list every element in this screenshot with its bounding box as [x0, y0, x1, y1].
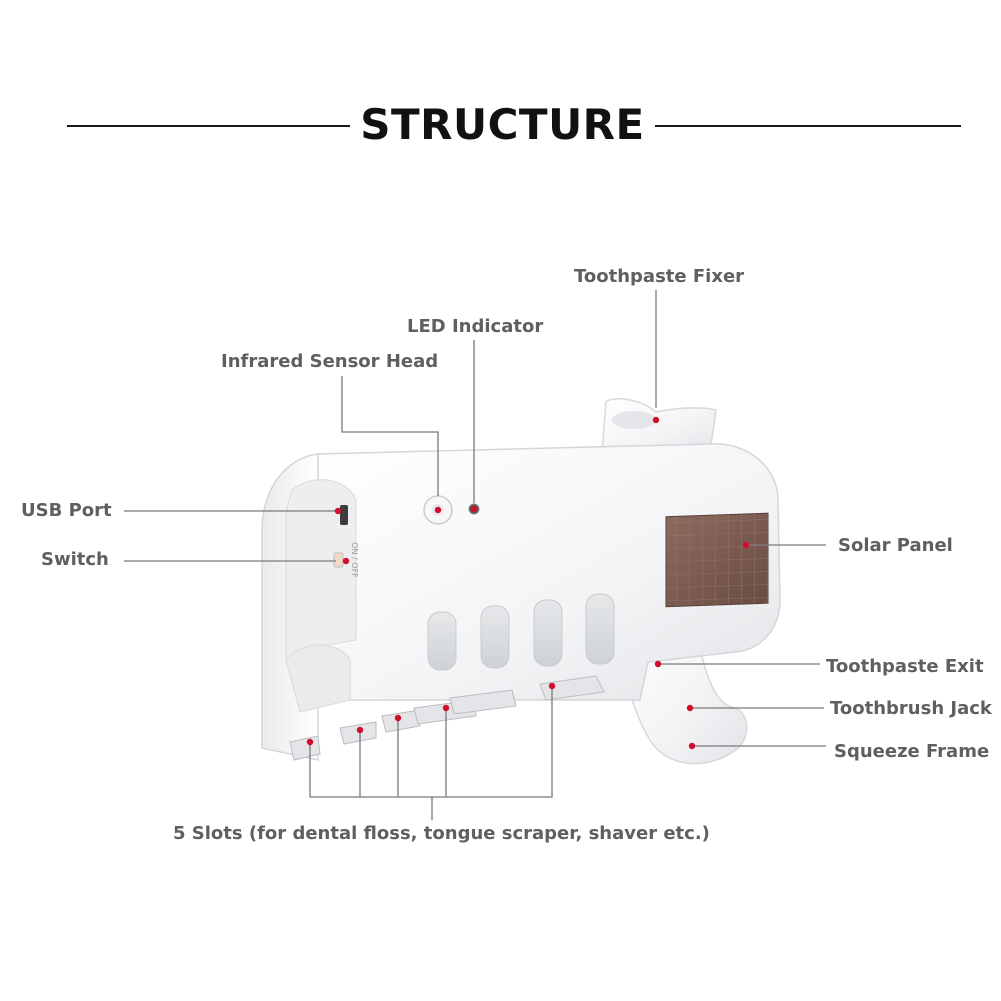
label-toothbrush-jack: Toothbrush Jack: [830, 698, 992, 719]
label-solar-panel: Solar Panel: [838, 535, 953, 556]
label-switch: Switch: [41, 549, 109, 570]
toothbrush-slots: [427, 593, 615, 671]
label-toothpaste-fixer: Toothpaste Fixer: [574, 266, 745, 287]
marker-dots: [306, 416, 750, 750]
leader-lines: [124, 290, 826, 820]
label-toothpaste-exit: Toothpaste Exit: [826, 656, 984, 677]
title-rule-left: [67, 125, 350, 127]
accessory-tabs: [289, 675, 605, 761]
label-infrared-sensor-head: Infrared Sensor Head: [221, 351, 439, 372]
label-usb-port: USB Port: [21, 500, 112, 521]
switch-shape: [333, 552, 344, 568]
bottom-hook: [285, 644, 351, 713]
solar-panel-shape: [665, 512, 769, 608]
usb-port-shape: [340, 505, 348, 525]
toothpaste-fixer-opening: [612, 411, 656, 429]
leader-infrared-sensor: [341, 376, 439, 496]
label-squeeze-frame: Squeeze Frame: [834, 741, 990, 762]
title-rule-right: [655, 125, 961, 127]
label-slots: 5 Slots (for dental floss, tongue scrape…: [173, 823, 710, 844]
diagram-title: STRUCTURE: [360, 100, 645, 149]
switch-marking: ON / OFF: [350, 542, 359, 578]
leader-slots: [309, 686, 553, 798]
label-led-indicator: LED Indicator: [407, 316, 544, 337]
